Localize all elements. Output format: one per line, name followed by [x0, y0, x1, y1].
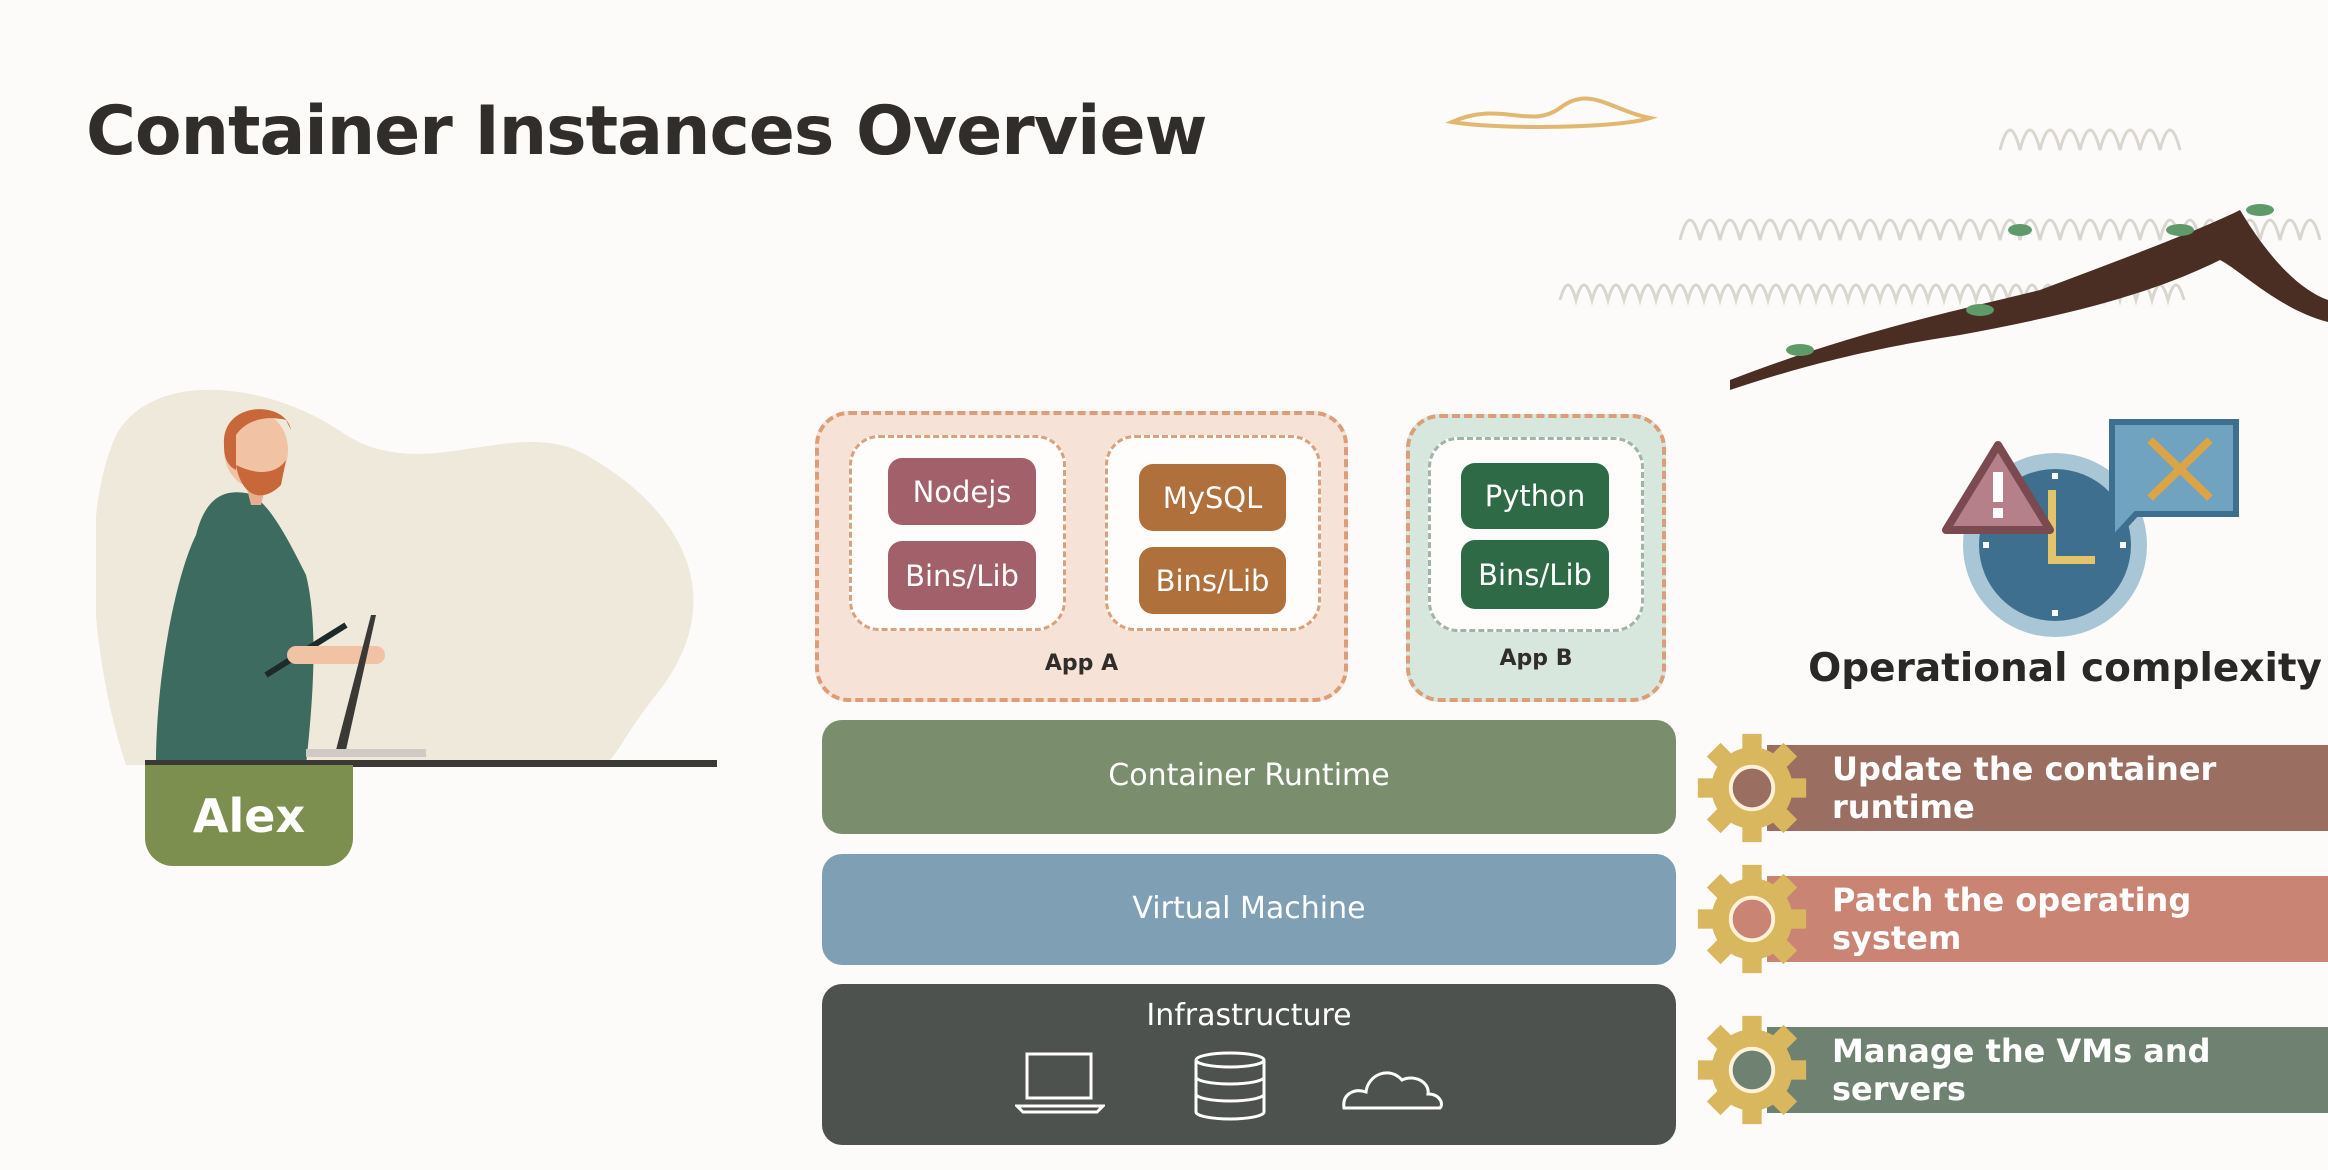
container-nodejs: Nodejs Bins/Lib: [849, 435, 1066, 631]
database-icon: [1194, 1051, 1266, 1121]
developer-illustration: [96, 389, 717, 767]
container-mysql: MySQL Bins/Lib: [1105, 435, 1321, 631]
app-a-label: App A: [1044, 651, 1119, 676]
app-b-label: App B: [1499, 646, 1573, 671]
virtual-machine-layer: Virtual Machine: [822, 854, 1676, 965]
container-runtime-layer: Container Runtime: [822, 720, 1676, 834]
runtime-chip-mysql: MySQL: [1139, 464, 1286, 531]
page-title: Container Instances Overview: [86, 92, 1207, 171]
persona-name-badge: Alex: [145, 765, 353, 866]
gear-icon: [1697, 1015, 1807, 1125]
app-a-group: Nodejs Bins/Lib MySQL Bins/Lib App A: [815, 411, 1348, 702]
container-python: Python Bins/Lib: [1428, 437, 1644, 632]
tools-icon: [2109, 419, 2239, 548]
app-b-group: Python Bins/Lib App B: [1406, 414, 1666, 702]
task-manage-vms: Manage the VMs and servers: [1767, 1027, 2328, 1113]
task-patch-os: Patch the operating system: [1767, 876, 2328, 962]
libs-chip: Bins/Lib: [1139, 547, 1286, 614]
runtime-chip-nodejs: Nodejs: [888, 458, 1036, 525]
gear-icon: [1697, 864, 1807, 974]
gear-icon: [1697, 733, 1807, 843]
complexity-heading: Operational complexity: [1808, 646, 2322, 691]
runtime-chip-python: Python: [1461, 463, 1609, 529]
complexity-illustration: [1942, 419, 2239, 637]
libs-chip: Bins/Lib: [1461, 540, 1609, 609]
libs-chip: Bins/Lib: [888, 541, 1036, 610]
laptop-icon: [1015, 1052, 1105, 1114]
tree-branch-illustration: [1445, 96, 2328, 390]
cloud-icon: [1342, 1071, 1443, 1110]
task-update-runtime: Update the container runtime: [1767, 745, 2328, 831]
infrastructure-label: Infrastructure: [1146, 998, 1352, 1033]
